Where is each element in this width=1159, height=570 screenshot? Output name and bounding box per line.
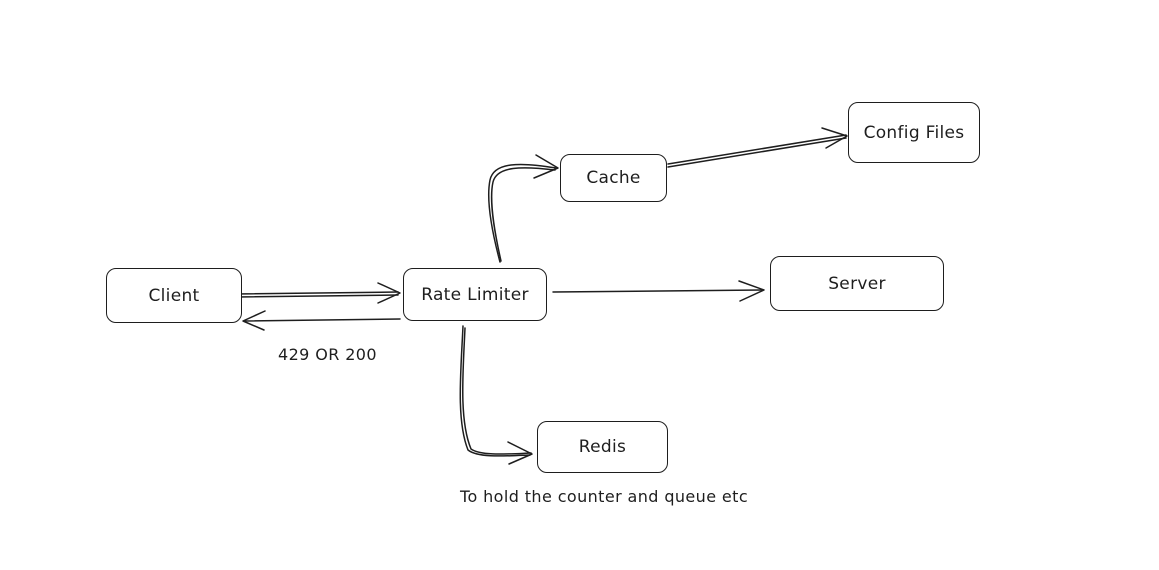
server-label: Server	[828, 273, 886, 294]
client-label: Client	[148, 285, 200, 306]
arrow-client-to-rate-limiter	[236, 282, 401, 304]
cache-node: Cache	[560, 154, 667, 202]
config-files-node: Config Files	[848, 102, 980, 163]
arrow-rate-limiter-to-redis	[459, 325, 533, 465]
server-node: Server	[770, 256, 944, 311]
redis-label: Redis	[578, 437, 627, 457]
rate-limiter-node: Rate Limiter	[403, 268, 547, 321]
client-node: Client	[106, 268, 242, 323]
arrow-rate-limiter-to-cache	[487, 154, 559, 263]
cache-label: Cache	[586, 168, 641, 188]
redis-purpose-note: To hold the counter and queue etc	[460, 487, 749, 506]
rate-limiter-label: Rate Limiter	[421, 284, 529, 305]
arrow-rate-limiter-to-client	[242, 310, 401, 331]
arrow-cache-to-config-files	[667, 127, 848, 168]
response-codes-note: 429 OR 200	[278, 345, 377, 364]
config-files-label: Config Files	[863, 122, 965, 143]
redis-node: Redis	[537, 421, 668, 473]
arrow-rate-limiter-to-server	[552, 280, 765, 302]
